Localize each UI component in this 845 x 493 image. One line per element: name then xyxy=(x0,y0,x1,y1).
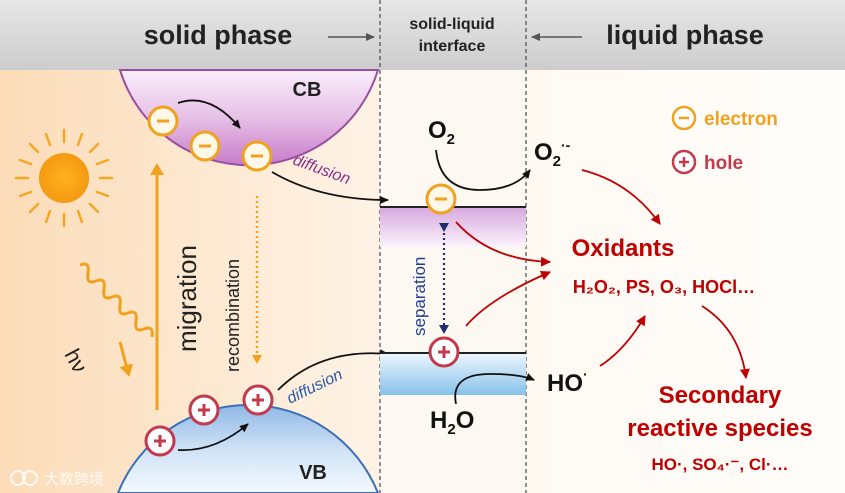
o2-label: O2 xyxy=(428,117,455,148)
legend-electron-label: electron xyxy=(704,109,778,130)
hole-icon xyxy=(188,394,220,426)
hole-icon xyxy=(428,336,460,368)
liquid-phase-region xyxy=(526,70,845,493)
arrow-electron-to-oxidants xyxy=(455,221,551,267)
header-solid-phase: solid phase xyxy=(144,20,293,50)
migration-label: migration xyxy=(172,245,202,352)
diffusion-cb-arrow xyxy=(271,171,389,204)
oxidants-title: Oxidants xyxy=(572,235,675,262)
legend: electron hole xyxy=(671,105,778,175)
sun-icon xyxy=(14,128,114,228)
oxidants-list: H₂O₂, PS, O₃, HOCl… xyxy=(573,277,755,297)
diffusion-vb-arrow xyxy=(277,349,389,391)
header-liquid-phase: liquid phase xyxy=(606,20,764,50)
o2-radical-label: O2·- xyxy=(534,137,571,170)
secondary-line1: Secondary xyxy=(659,382,782,409)
header-bar xyxy=(0,0,845,70)
legend-electron-icon xyxy=(671,105,697,131)
legend-hole-icon xyxy=(671,149,697,175)
arrow-ho-to-oxidants xyxy=(599,315,646,367)
separation-label: separation xyxy=(410,257,429,336)
header-interface-line2: interface xyxy=(419,38,486,55)
legend-hole-label: hole xyxy=(704,153,743,174)
ho-radical-label: HO· xyxy=(547,366,588,397)
o2-reduction-arrow xyxy=(435,149,531,191)
electron-icon xyxy=(189,130,221,162)
light-wave-icon xyxy=(79,262,154,338)
cb-label: CB xyxy=(293,79,322,101)
electron-icon xyxy=(241,140,273,172)
secondary-list: HO·, SO₄·⁻, Cl·… xyxy=(651,455,788,474)
vb-transfer-arrow xyxy=(177,423,249,451)
vb-label: VB xyxy=(299,462,327,484)
interface-cb-band xyxy=(380,207,526,247)
hole-icon xyxy=(242,384,274,416)
h2o-oxidation-arrow xyxy=(454,373,535,405)
hole-icon xyxy=(144,425,176,457)
recombination-label: recombination xyxy=(223,259,243,372)
secondary-line2: reactive species xyxy=(627,415,812,442)
interface-region xyxy=(380,70,526,493)
arrow-hole-to-oxidants xyxy=(465,270,551,327)
header-interface-line1: solid-liquid xyxy=(409,16,494,33)
arrow-oxidants-to-secondary xyxy=(701,305,750,379)
arrow-o2radical-to-oxidants xyxy=(581,169,661,225)
h2o-label: H2O xyxy=(430,407,474,438)
watermark-logo: 大数跨境 xyxy=(10,470,104,488)
electron-icon xyxy=(147,105,179,137)
cb-transfer-arrow xyxy=(177,99,241,129)
watermark-text: 大数跨境 xyxy=(44,470,104,488)
light-wave-arrowhead xyxy=(118,341,133,377)
electron-icon xyxy=(425,183,457,215)
